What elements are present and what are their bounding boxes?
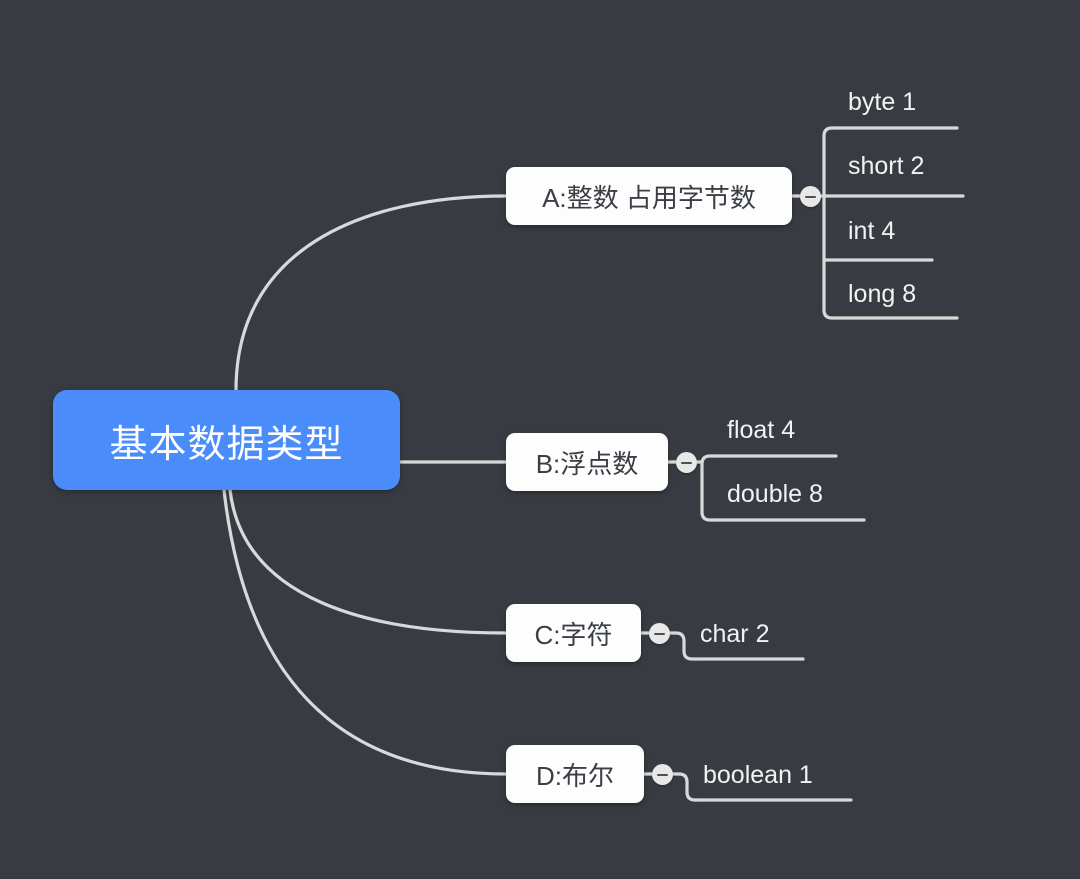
leaf-label-boolean: boolean 1 — [703, 761, 813, 789]
branch-node-c-label: C:字符 — [534, 619, 613, 650]
leaf-label-double: double 8 — [727, 480, 823, 508]
branch-node-b[interactable]: B:浮点数 — [506, 433, 668, 491]
collapse-toggle-c[interactable] — [649, 623, 670, 644]
branch-node-d[interactable]: D:布尔 — [506, 745, 644, 803]
edge-root-to-c — [228, 488, 508, 635]
branch-node-c[interactable]: C:字符 — [506, 604, 641, 662]
edge-b-spine — [700, 454, 718, 522]
edge-root-to-a — [234, 194, 508, 392]
leaf-label-byte: byte 1 — [848, 88, 917, 116]
root-node-label: 基本数据类型 — [109, 423, 344, 466]
leaf-label-long: long 8 — [848, 280, 917, 308]
collapse-toggle-a[interactable] — [800, 186, 821, 207]
root-node[interactable]: 基本数据类型 — [53, 390, 400, 490]
collapse-toggle-b[interactable] — [676, 452, 697, 473]
collapse-toggle-d[interactable] — [652, 764, 673, 785]
branch-node-a[interactable]: A:整数 占用字节数 — [506, 167, 792, 225]
branch-node-b-label: B:浮点数 — [535, 448, 639, 479]
edge-d-curve — [671, 772, 705, 802]
branch-node-d-label: D:布尔 — [535, 760, 614, 791]
branch-node-a-label: A:整数 占用字节数 — [542, 182, 756, 213]
edge-a-spine — [822, 126, 840, 320]
leaf-label-float: float 4 — [727, 416, 796, 444]
edge-c-curve — [668, 631, 702, 661]
leaf-label-short: short 2 — [848, 152, 925, 180]
leaf-label-int: int 4 — [848, 217, 896, 245]
leaf-label-char: char 2 — [700, 620, 770, 648]
edge-root-to-d — [222, 488, 508, 776]
